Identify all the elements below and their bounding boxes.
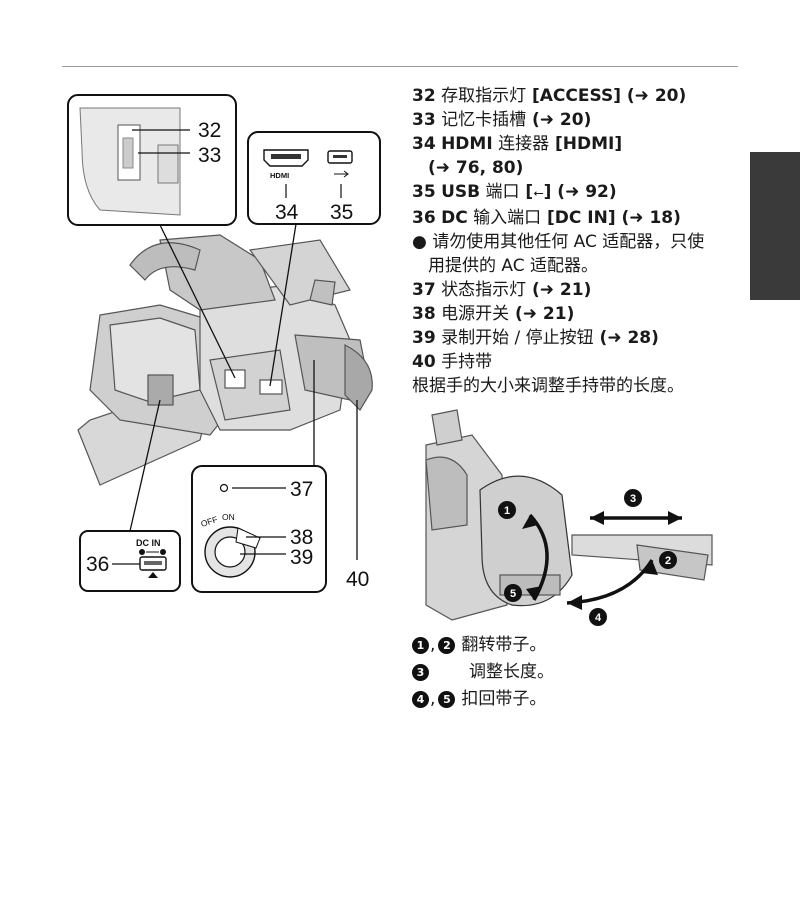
label-38: 38 [290,526,313,549]
legend-row: 4,5 扣回带子。 [412,686,554,713]
item-38: 38 电源开关 (➜ 21) [412,304,575,324]
step-circle-2: 2 [659,551,677,569]
legend-row: 1,2 翻转带子。 [412,632,554,659]
label-40: 40 [346,568,369,591]
step-circle-1: 1 [498,501,516,519]
label-34: 34 [275,201,299,224]
svg-text:5: 5 [510,588,516,600]
legend-row: 3 调整长度。 [412,659,554,686]
step-badge: 5 [438,691,456,708]
header-rule [62,66,738,67]
step-circle-4: 4 [589,608,607,626]
item-32: 32 存取指示灯 [ACCESS] (➜ 20) [412,86,687,106]
camera-body-illustration [77,234,373,486]
usb-port-icon [327,150,353,178]
off-label: OFF [200,514,219,529]
label-35: 35 [330,201,353,224]
label-37: 37 [290,478,313,501]
item-35: 35 USB 端口 [⭠] (➜ 92) [412,182,617,202]
step-circle-5: 5 [504,584,522,602]
dc-polarity-icon [139,549,166,555]
section-tab [750,152,800,300]
label-36: 36 [86,553,109,576]
hdmi-logo: HDMI [270,171,289,180]
hdmi-port-icon [263,149,309,167]
svg-text:4: 4 [595,612,602,624]
step-badge: 2 [438,637,456,654]
item-39: 39 录制开始 / 停止按钮 (➜ 28) [412,328,659,348]
step-circle-3: 3 [624,489,642,507]
svg-text:2: 2 [665,555,671,567]
usb-symbol-icon: ⭠ [533,186,544,201]
strap-description: 根据手的大小来调整手持带的长度。 [412,376,684,396]
svg-text:1: 1 [504,505,510,517]
dc-in-label: DC IN [136,538,161,548]
svg-text:3: 3 [630,493,636,505]
bullet-icon: ● [412,232,427,252]
step-badge: 1 [412,637,429,654]
power-switch-illustration [204,526,261,578]
card-slot-illustration [79,107,181,216]
note-ac-adapter: ● 请勿使用其他任何 AC 适配器，只使用提供的 AC 适配器。 [412,232,705,276]
item-37: 37 状态指示灯 (➜ 21) [412,280,592,300]
item-33: 33 记忆卡插槽 (➜ 20) [412,110,592,130]
label-33: 33 [198,144,221,167]
item-40: 40 手持带 [412,352,493,372]
camera-figure: 32 33 HDMI 34 35 DC IN 36 37 OFF ON [67,94,381,593]
on-label: ON [222,512,235,522]
label-32: 32 [198,119,221,142]
parts-list: 32 存取指示灯 [ACCESS] (➜ 20) 33 记忆卡插槽 (➜ 20)… [412,84,748,398]
item-36: 36 DC 输入端口 [DC IN] (➜ 18) [412,208,681,228]
step-badge: 4 [412,691,429,708]
step-badge: 3 [412,664,429,681]
item-34-ref: (➜ 76, 80) [428,158,524,178]
label-39: 39 [290,546,313,569]
strap-steps-legend: 1,2 翻转带子。 3 调整长度。 4,5 扣回带子。 [412,632,554,713]
strap-figure: 1 2 3 4 5 [425,409,713,626]
item-34: 34 HDMI 连接器 [HDMI] [412,134,623,154]
